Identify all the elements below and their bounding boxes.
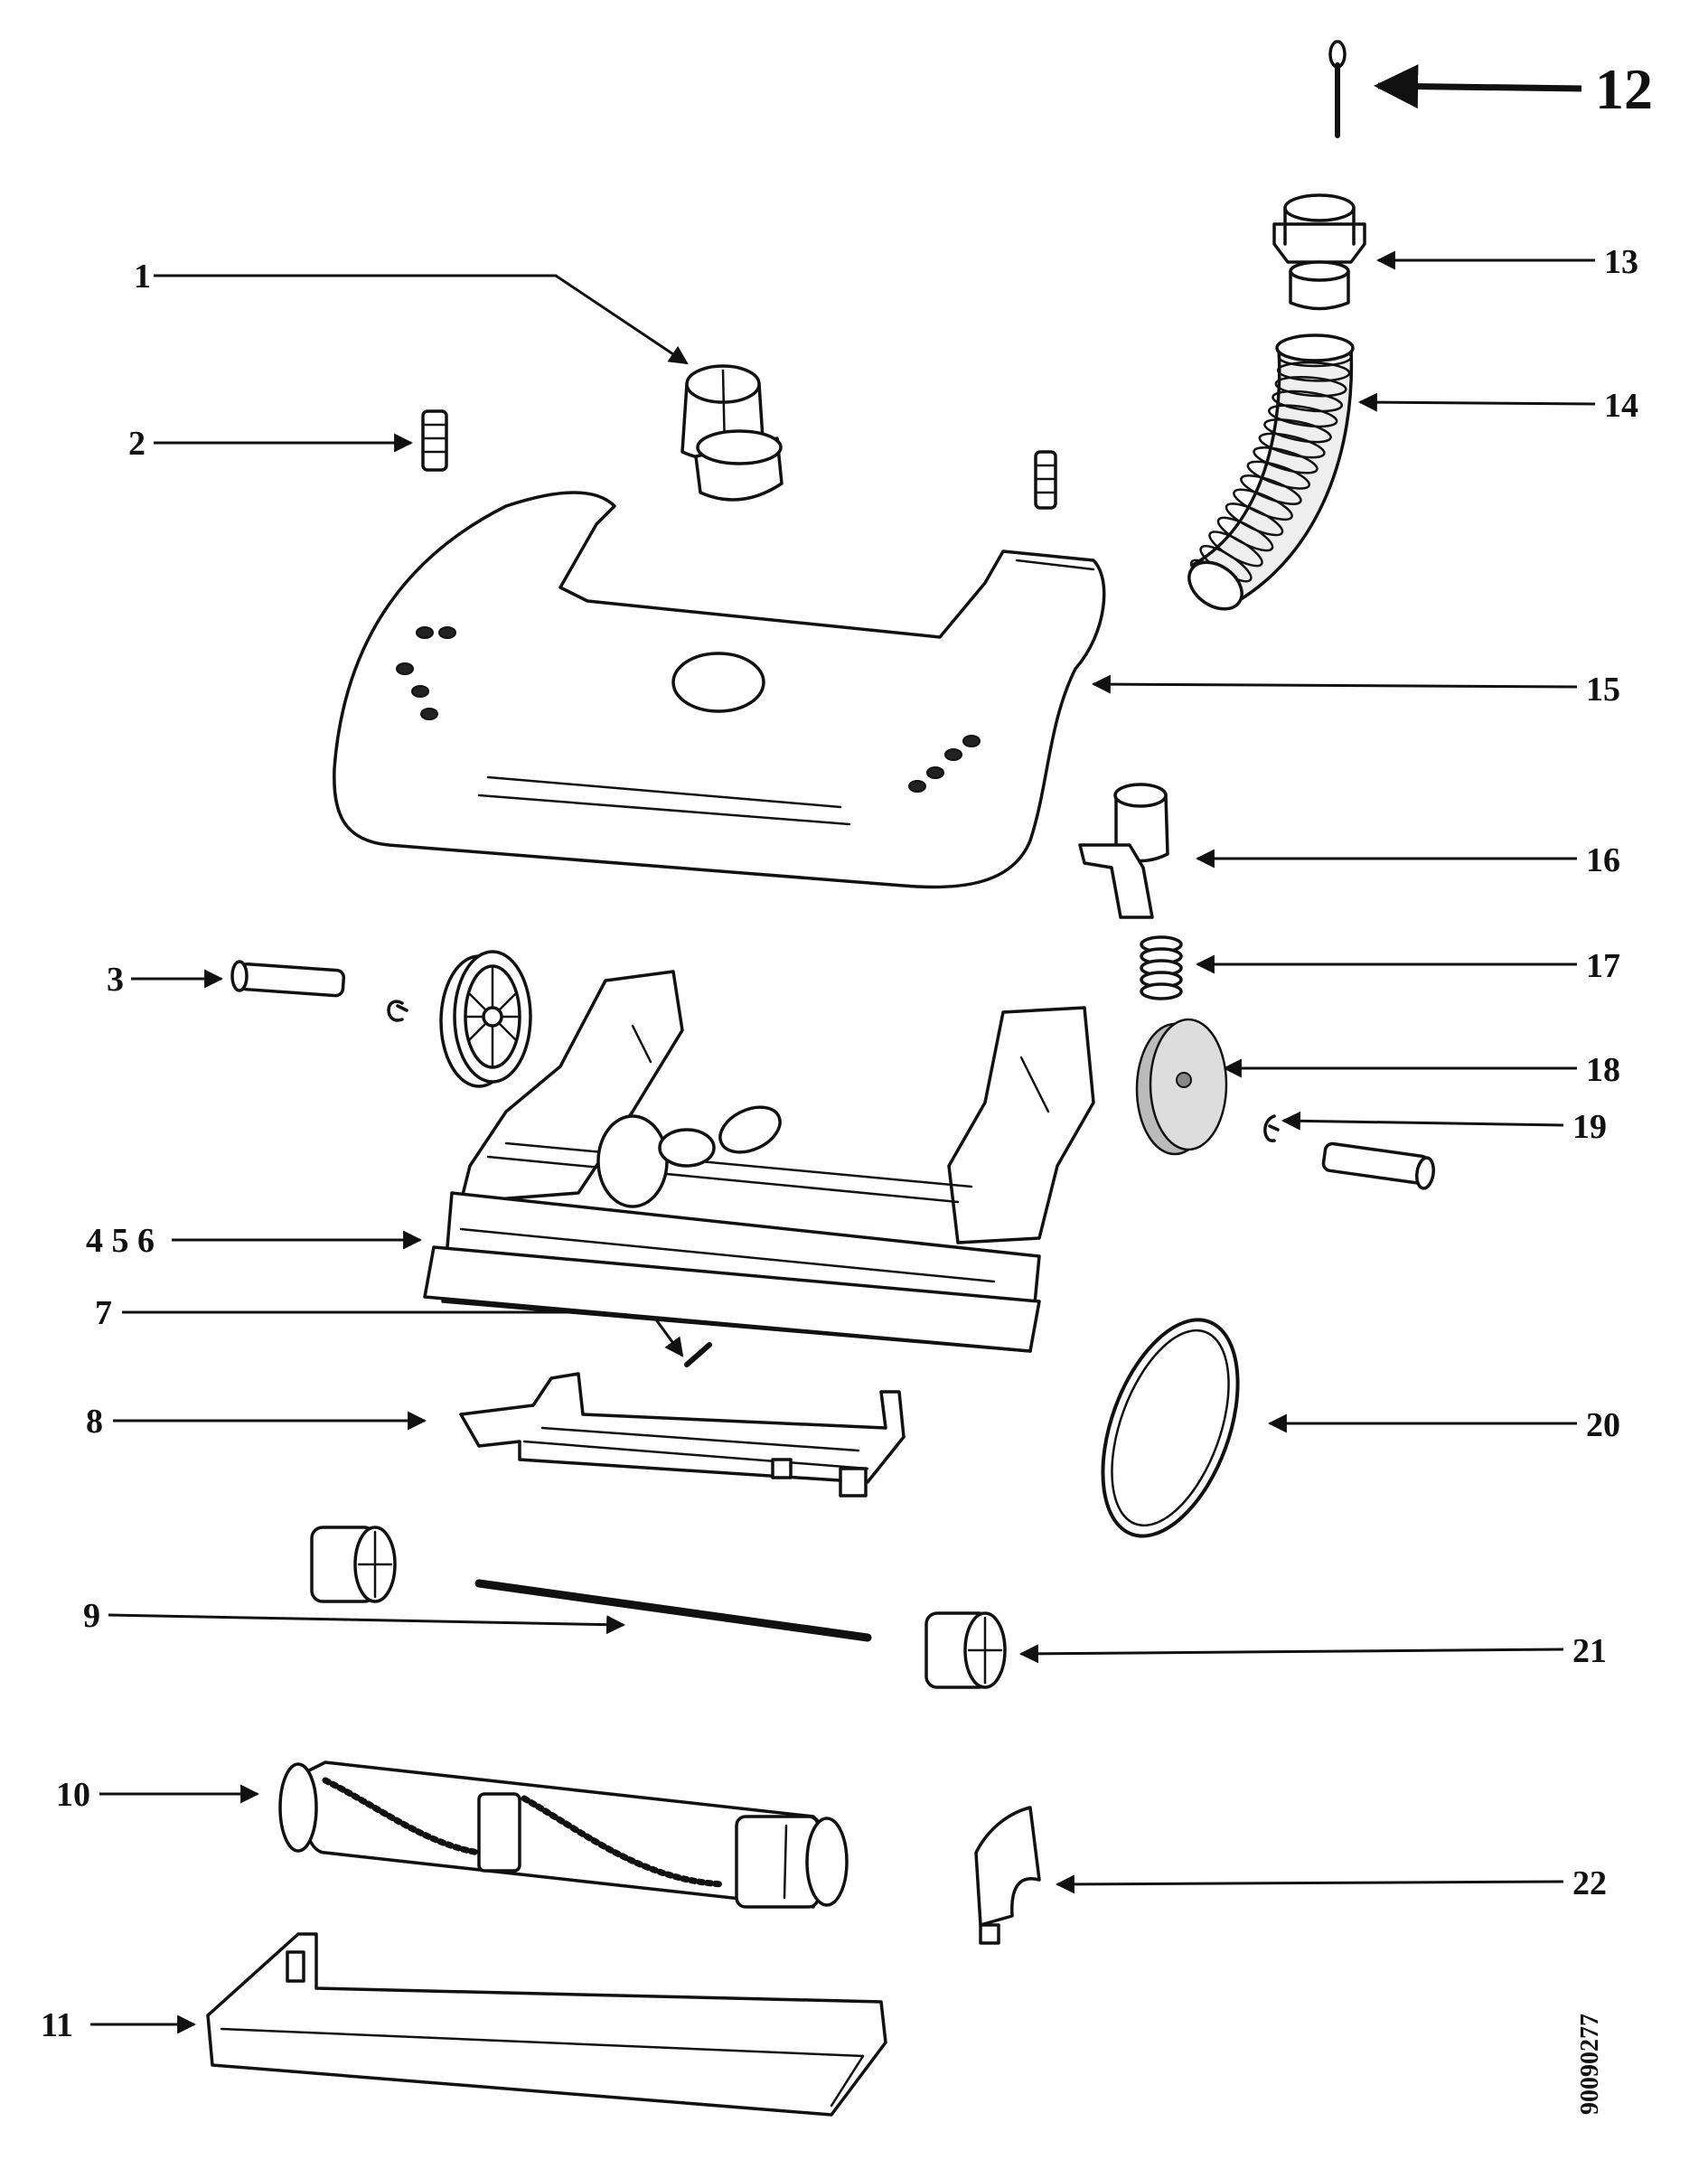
callout-12: 12 xyxy=(1595,57,1653,121)
callout-1: 1 xyxy=(134,258,151,296)
hose-rib xyxy=(1276,361,1351,382)
part-20-drive-belt xyxy=(1101,1318,1240,1538)
callout-15: 15 xyxy=(1586,671,1620,709)
part-19-retaining-clip xyxy=(1263,1114,1280,1142)
part-16-latch xyxy=(1078,783,1169,919)
part-7-pin xyxy=(684,1342,712,1367)
callout-8: 8 xyxy=(86,1403,103,1441)
part-22-belt-guard xyxy=(974,1806,1041,1945)
callout-21: 21 xyxy=(1572,1632,1607,1670)
callout-16: 16 xyxy=(1586,841,1620,879)
part-9-end-cap-left xyxy=(310,1526,397,1603)
callout-17: 17 xyxy=(1586,947,1620,985)
callout-4-5-6: 4 5 6 xyxy=(86,1222,155,1260)
part-14-corrugated-hose xyxy=(1187,333,1355,611)
hose-rib xyxy=(1272,390,1343,413)
hose-rib xyxy=(1263,418,1332,444)
callout-10: 10 xyxy=(56,1776,90,1814)
callout-9: 9 xyxy=(83,1597,100,1635)
part-21-end-cap xyxy=(924,1611,1007,1689)
hose-rib xyxy=(1253,446,1319,474)
callout-13: 13 xyxy=(1604,243,1638,281)
part-9-shaft xyxy=(474,1579,872,1642)
callout-3: 3 xyxy=(107,961,124,999)
callout-18: 18 xyxy=(1586,1051,1620,1089)
hose-rib xyxy=(1240,474,1302,505)
callout-19: 19 xyxy=(1572,1108,1607,1146)
hose-rib xyxy=(1274,375,1347,398)
callout-labels: 1 2 3 4 5 6 7 8 9 10 11 12 13 14 15 16 1… xyxy=(41,57,1653,2115)
callout-14: 14 xyxy=(1604,387,1638,425)
part-10-brush-roll xyxy=(278,1761,849,1909)
part-1-neck-tube xyxy=(680,364,784,502)
axle-pin-right xyxy=(1321,1141,1435,1190)
callout-2: 2 xyxy=(128,425,145,463)
part-3-axle-pin xyxy=(230,960,346,998)
part-17-spring xyxy=(1140,935,1183,1000)
callout-22: 22 xyxy=(1572,1864,1607,1902)
hose-rib xyxy=(1246,460,1311,490)
callout-7: 7 xyxy=(95,1294,112,1332)
part-2-spring xyxy=(421,409,1057,510)
part-18-wheel xyxy=(1135,1018,1228,1156)
callout-20: 20 xyxy=(1586,1406,1620,1444)
hose-rib xyxy=(1258,432,1326,459)
hose-rib xyxy=(1268,404,1338,428)
leader-lines xyxy=(90,64,1596,2034)
part-12-pin xyxy=(1328,40,1347,138)
rear-wheel-left xyxy=(439,950,532,1088)
callout-11: 11 xyxy=(41,2006,73,2044)
part-15-hood-cover xyxy=(333,491,1106,889)
part-13-hose-connector xyxy=(1272,193,1366,311)
part-8-bottom-plate xyxy=(459,1372,906,1498)
part-4-5-6-base-housing xyxy=(423,970,1095,1353)
part-11-bumper xyxy=(206,1932,887,2117)
retaining-clip-left xyxy=(387,1000,408,1022)
document-number: 90090277 xyxy=(1576,2014,1604,2115)
